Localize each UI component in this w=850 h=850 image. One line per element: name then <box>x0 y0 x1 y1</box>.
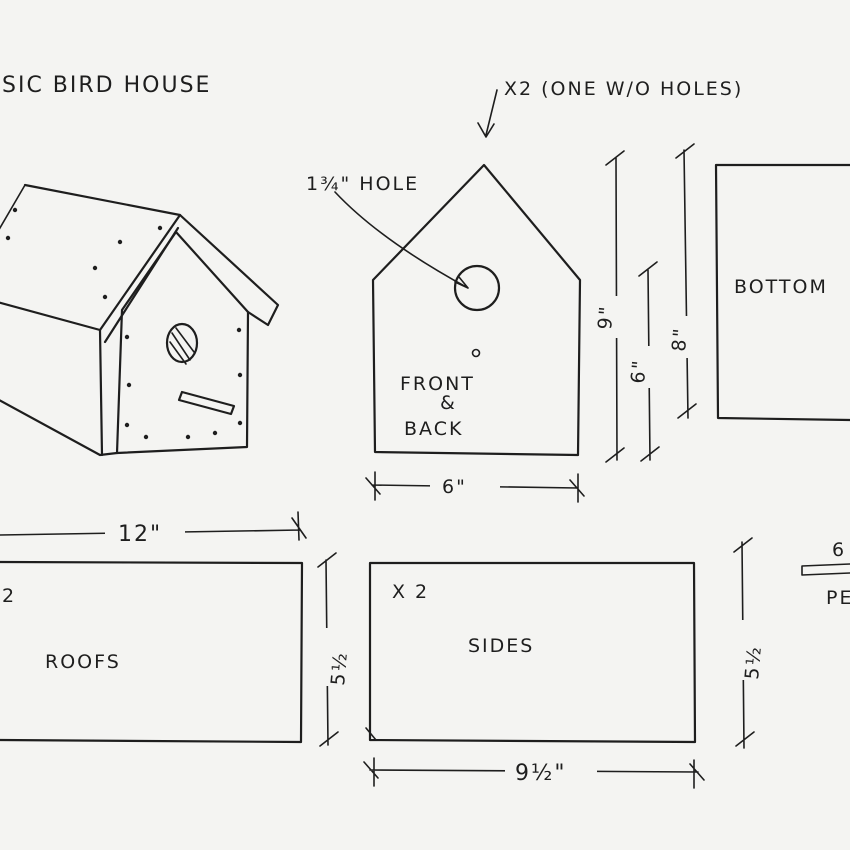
front-side-height-dim: 6" <box>627 358 651 385</box>
nail-dots <box>5 207 243 440</box>
sides-piece: X 2 SIDES 9½" 5½ <box>363 537 766 789</box>
sides-width-dim: 5½ <box>741 644 766 680</box>
perch-label: PE <box>826 587 850 609</box>
sides-length-dim: 9½" <box>515 761 566 786</box>
hole-leader-arrow <box>334 191 469 289</box>
sides-qty: X 2 <box>392 581 429 603</box>
birdhouse-perspective-drawing <box>0 183 280 457</box>
roofs-length-dim: 12" <box>118 522 162 547</box>
front-total-height-dim: 9" <box>594 304 618 331</box>
sides-label: SIDES <box>468 635 534 657</box>
hole-note: 1¾" HOLE <box>306 173 419 195</box>
roofs-label: ROOFS <box>45 651 121 673</box>
front-label: FRONT <box>400 373 475 395</box>
qty-note: X2 (ONE W/O HOLES) <box>504 78 743 100</box>
roofs-piece: 2 ROOFS 12" 5½ <box>0 511 352 747</box>
bottom-label: BOTTOM <box>734 276 828 298</box>
back-label: BACK <box>404 418 463 440</box>
roofs-qty: 2 <box>2 585 16 607</box>
front-width-dim: 6" <box>442 476 467 498</box>
roofs-width-dim: 5½ <box>327 650 352 686</box>
perch-length-dim: 6 <box>832 539 846 561</box>
front-back-piece: FRONT & BACK X2 (ONE W/O HOLES) 1¾" HOLE… <box>306 78 743 503</box>
sheet-title: SIC BIRD HOUSE <box>2 73 211 98</box>
bottom-piece: BOTTOM 8" <box>668 143 850 422</box>
qty-arrow <box>477 89 498 138</box>
svg-text:&: & <box>440 392 457 414</box>
bottom-height-dim: 8" <box>668 326 692 353</box>
perch-hole-mark <box>471 348 481 358</box>
entrance-hole-circle <box>453 264 501 312</box>
perch-piece: 6 PE <box>801 539 850 609</box>
